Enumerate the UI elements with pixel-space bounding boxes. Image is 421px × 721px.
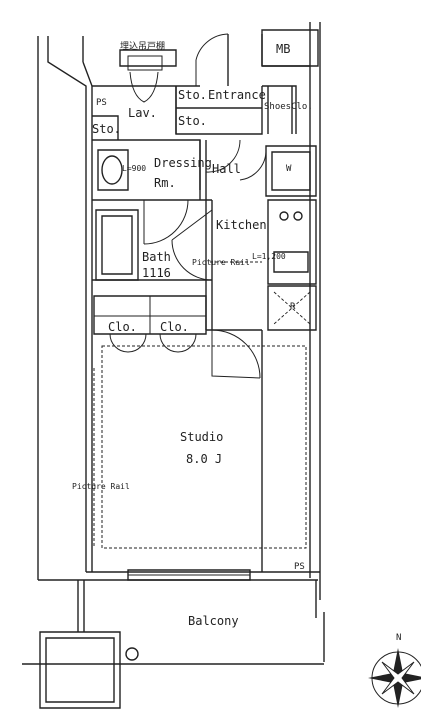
- studio-size-label: 8.0 J: [186, 452, 223, 466]
- entrance-label: Entrance: [208, 88, 266, 102]
- built-in-cabinet-label: 埋込吊戸棚: [120, 42, 166, 52]
- picture-rail-top-label: Picture Rail: [192, 258, 250, 267]
- north-compass-icon: [368, 648, 421, 708]
- dressing-label: Dressing: [154, 156, 212, 170]
- refrigerator-label: R: [290, 302, 296, 312]
- washer-dimension-label: L=900: [122, 164, 147, 173]
- bath-label: Bath: [142, 250, 171, 264]
- storage-b-label: Sto.: [178, 114, 207, 128]
- north-label: N: [396, 633, 402, 643]
- studio-label: Studio: [180, 430, 224, 444]
- closet-1-label: Clo.: [108, 320, 137, 334]
- washer-label: W: [286, 164, 292, 174]
- storage-label: Sto.: [92, 122, 121, 136]
- closet-2-label: Clo.: [160, 320, 189, 334]
- dressing-room-label: Rm.: [154, 176, 176, 190]
- storage-a-label: Sto.: [178, 88, 207, 102]
- bath-size-label: 1116: [142, 266, 171, 280]
- kitchen-label: Kitchen: [216, 218, 267, 232]
- pipe-space-label: PS: [96, 98, 107, 108]
- shoes-closet-label: ShoesClo.: [264, 102, 313, 112]
- kitchen-dimension-label: L=1,200: [252, 252, 286, 261]
- lavatory-label: Lav.: [128, 106, 157, 120]
- balcony-label: Balcony: [188, 614, 239, 628]
- picture-rail-left-label: Picture Rail: [72, 482, 130, 491]
- hall-label: Hall: [212, 162, 241, 176]
- meter-box-label: MB: [276, 42, 291, 56]
- pipe-space-bottom-label: PS: [294, 562, 305, 572]
